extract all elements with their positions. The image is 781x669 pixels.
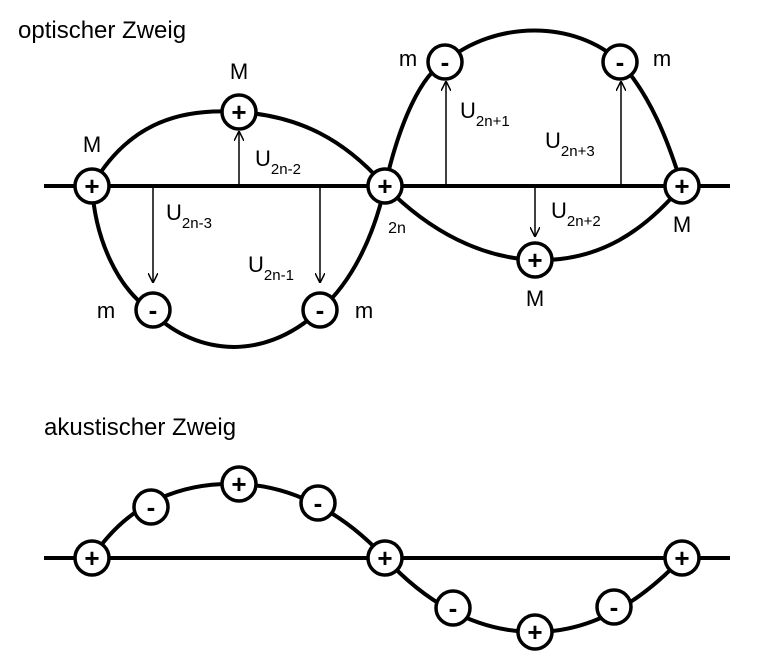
optical-branch-title: optischer Zweig [18,17,186,44]
acoustic-ion-7: - [595,588,633,626]
displacement-label-2n+3: U2n+3 [545,128,595,160]
acoustic-ion-6: + [516,613,554,651]
ion-label: 2n [388,220,406,237]
ion-sign: + [377,543,392,573]
optical-curve-upper-right [383,28,684,187]
optical-ion-2: - m [97,291,172,329]
ion-sign: + [527,245,542,275]
ion-label: M [673,212,691,237]
ion-sign: + [527,617,542,647]
ion-sign: - [441,47,450,77]
optical-curve-lower-left [90,185,387,349]
ion-sign: + [674,543,689,573]
ion-sign: - [449,593,458,623]
ion-sign: + [377,171,392,201]
optical-ion-5: - m [399,43,464,81]
ion-sign: + [84,171,99,201]
ion-label: m [399,46,417,71]
ion-label: M [83,132,101,157]
displacement-label-2n+1: U2n+1 [460,98,510,130]
acoustic-ion-4: + [366,539,404,577]
optical-ion-8: + M [516,241,554,311]
optical-ion-0: + M [73,132,111,205]
optical-ion-6: - m [601,43,671,81]
optical-ion-4: + 2n [366,167,406,237]
displacement-label-2n+2: U2n+2 [551,198,601,230]
displacement-label-2n-2: U2n-2 [255,146,301,178]
ion-sign: - [610,592,619,622]
ion-sign: + [231,469,246,499]
acoustic-ion-8: + [663,539,701,577]
ion-sign: + [674,171,689,201]
optical-ion-3: - m [301,291,373,329]
ion-sign: - [149,295,158,325]
ion-label: m [653,46,671,71]
acoustic-ion-2: + [220,465,258,503]
displacement-label-2n-1: U2n-1 [248,252,294,284]
ion-label: m [355,298,373,323]
displacement-label-2n-3: U2n-3 [166,200,212,232]
ion-label: m [97,298,115,323]
acoustic-ion-1: - [132,488,170,526]
acoustic-branch-title: akustischer Zweig [44,414,236,441]
acoustic-ion-3: - [299,484,337,522]
ion-sign: + [231,97,246,127]
ion-sign: - [616,47,625,77]
optical-ion-1: + M [220,59,258,131]
optical-ion-7: + M [663,167,701,237]
ion-sign: - [147,492,156,522]
ion-sign: + [84,543,99,573]
acoustic-ion-5: - [434,589,472,627]
ion-label: M [230,59,248,84]
ion-sign: - [316,295,325,325]
acoustic-ion-0: + [73,539,111,577]
ion-sign: - [314,488,323,518]
ion-label: M [526,286,544,311]
